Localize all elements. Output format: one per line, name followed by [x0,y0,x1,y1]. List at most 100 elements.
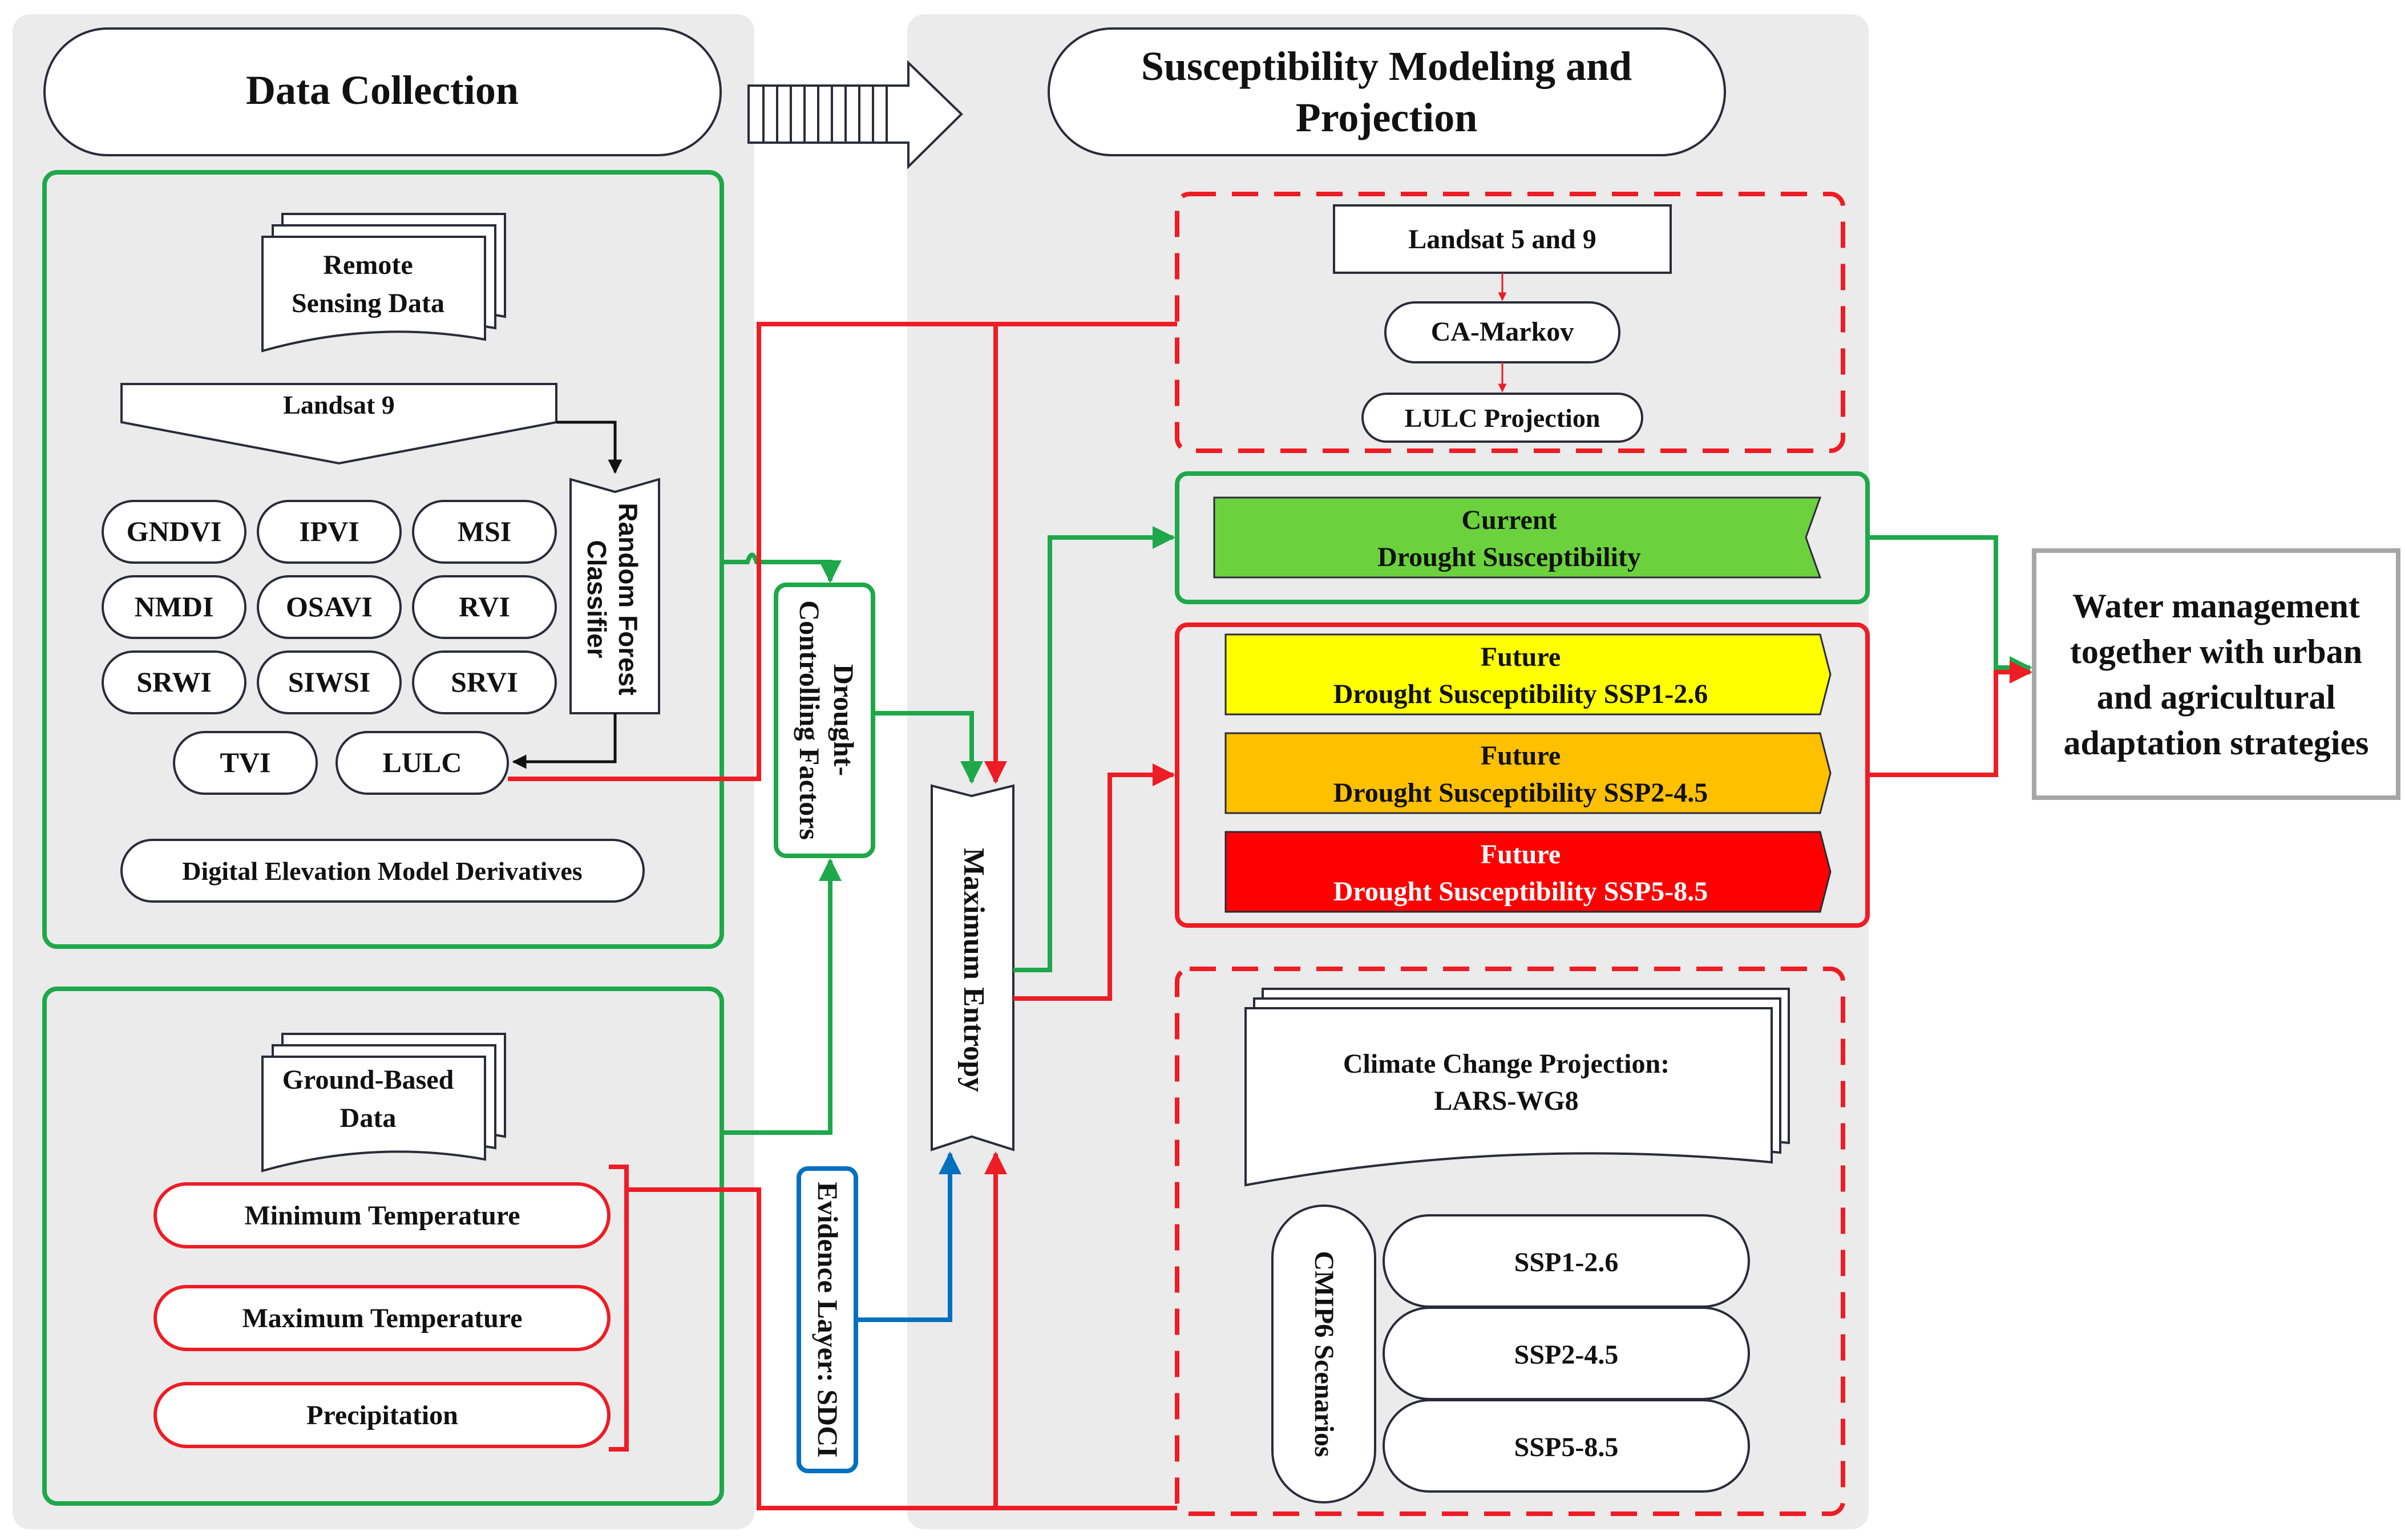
scenario-label-ssp585: SSP5-8.5 [1514,1432,1619,1462]
landsat59-label: Landsat 5 and 9 [1408,224,1596,254]
index-pill-osavi [257,575,402,639]
future-ssp245-line1: Future [1481,741,1561,771]
index-label-ipvi: IPVI [299,515,359,547]
ca-markov-label: CA-Markov [1431,317,1574,347]
output-line3: and agricultural [2097,678,2335,716]
index-label-tvi: TVI [220,746,271,778]
cmip6-label: CMIP6 Scenarios [1309,1251,1339,1457]
precipitation-label: Precipitation [306,1400,458,1430]
future-ssp126-banner [1224,633,1832,716]
current-label-line2: Drought Susceptibility [1377,542,1641,572]
climate-document-icon [1244,988,1790,1187]
evidence-to-maxent-connector [856,1151,961,1322]
index-label-gndvi: GNDVI [127,515,222,547]
output-box [2032,548,2400,800]
min-temperature-pill [153,1182,611,1248]
index-pill-msi [412,500,557,564]
remote-sensing-label-line1: Remote [323,250,413,280]
index-pill-tvi [173,731,318,795]
index-pill-srwi [102,650,246,714]
remote-sensing-document-icon [261,213,506,353]
lulc-projection-group [1175,192,1845,453]
scenario-label-ssp126: SSP1-2.6 [1514,1247,1619,1278]
index-pill-lulc [336,731,509,795]
future-ssp585-line2: Drought Susceptibility SSP5-8.5 [1333,876,1708,907]
landsat-to-classifier-arrow [556,421,623,474]
evidence-layer-label: Evidence Layer: SDCI [812,1182,844,1457]
output-line1: Water management [2072,587,2360,625]
index-label-siwsi: SIWSI [288,666,371,698]
landsat9-shape [120,383,557,465]
current-label-line1: Current [1461,505,1557,535]
future-ssp245-banner [1224,732,1832,814]
dem-pill [120,839,645,903]
output-line4: adaptation strategies [2064,724,2369,762]
future-to-output-connector [1868,661,2032,777]
random-forest-classifier-shape [569,478,660,714]
climate-projection-group [1175,967,1845,1516]
cmip6-pill [1271,1204,1376,1503]
max-temperature-pill [153,1285,611,1351]
dem-label: Digital Elevation Model Derivatives [182,856,582,886]
data-collection-header [43,27,722,156]
current-susceptibility-banner [1213,496,1822,579]
flow-block-arrow [747,60,963,169]
ground-to-factors-connector [722,858,842,1135]
factors-to-maxent-connector [873,711,983,784]
future-ssp585-line1: Future [1481,839,1561,870]
maximum-entropy-label: Maximum Entropy [957,848,990,1092]
factors-label-line2: Controlling Factors [794,600,826,840]
modeling-title-line1: Susceptibility Modeling and [1141,43,1632,89]
index-pill-gndvi [102,500,246,564]
landsat59-box [1333,204,1672,274]
random-forest-label-line1: Random Forest [613,503,643,695]
future-ssp245-line2: Drought Susceptibility SSP2-4.5 [1333,778,1708,808]
index-label-osavi: OSAVI [286,591,373,623]
max-temperature-label: Maximum Temperature [242,1303,522,1333]
output-line2: together with urban [2070,633,2362,670]
ground-based-document-icon [261,1033,506,1173]
index-label-nmdi: NMDI [135,591,214,623]
future-ssp126-line2: Drought Susceptibility SSP1-2.6 [1333,679,1708,709]
index-label-rvi: RVI [459,591,510,623]
random-forest-label-line2: Classifier [582,540,612,658]
lulc-to-projection-connector [508,322,1177,781]
future-ssp126-line1: Future [1481,642,1561,672]
maxent-to-current-connector [1013,526,1175,972]
current-to-output-connector [1868,535,2032,679]
index-pill-ipvi [257,500,402,564]
index-label-srvi: SRVI [451,666,518,698]
maximum-entropy-shape [931,784,1014,1151]
modeling-header [1048,27,1726,156]
remote-sensing-label-line2: Sensing Data [292,288,444,318]
remote-sensing-to-factors-connector [722,552,842,583]
remote-sensing-group [42,170,724,949]
factors-label-line1: Drought- [828,664,860,776]
index-pill-srvi [412,650,557,714]
maxent-to-future-connector [1013,763,1175,1001]
ground-based-label-line1: Ground-Based [282,1065,454,1095]
index-pill-siwsi [257,650,402,714]
ground-based-label-line2: Data [340,1103,397,1133]
scenario-pill-ssp585 [1383,1399,1750,1493]
min-temperature-label: Minimum Temperature [244,1201,520,1231]
lulc-projection-pill [1361,393,1643,443]
climate-label-line1: Climate Change Projection: [1343,1049,1670,1079]
climate-variables-connector [626,1187,1177,1510]
index-pill-nmdi [102,575,246,639]
drought-controlling-factors-box [774,583,875,858]
index-pill-rvi [412,575,557,639]
index-label-msi: MSI [458,515,511,547]
lulc-projection-label: LULC Projection [1405,403,1600,433]
index-label-lulc: LULC [383,746,462,778]
index-label-srwi: SRWI [136,666,212,698]
ground-based-group [42,987,724,1506]
climate-variables-bracket [609,1165,629,1452]
scenario-label-ssp245: SSP2-4.5 [1514,1340,1619,1370]
future-ssp585-banner [1224,831,1832,913]
precipitation-pill [153,1382,611,1448]
landsat9-label: Landsat 9 [283,390,395,419]
classifier-to-lulc-arrow [512,713,617,769]
climate-label-line2: LARS-WG8 [1434,1086,1578,1116]
data-collection-title: Data Collection [246,67,519,113]
